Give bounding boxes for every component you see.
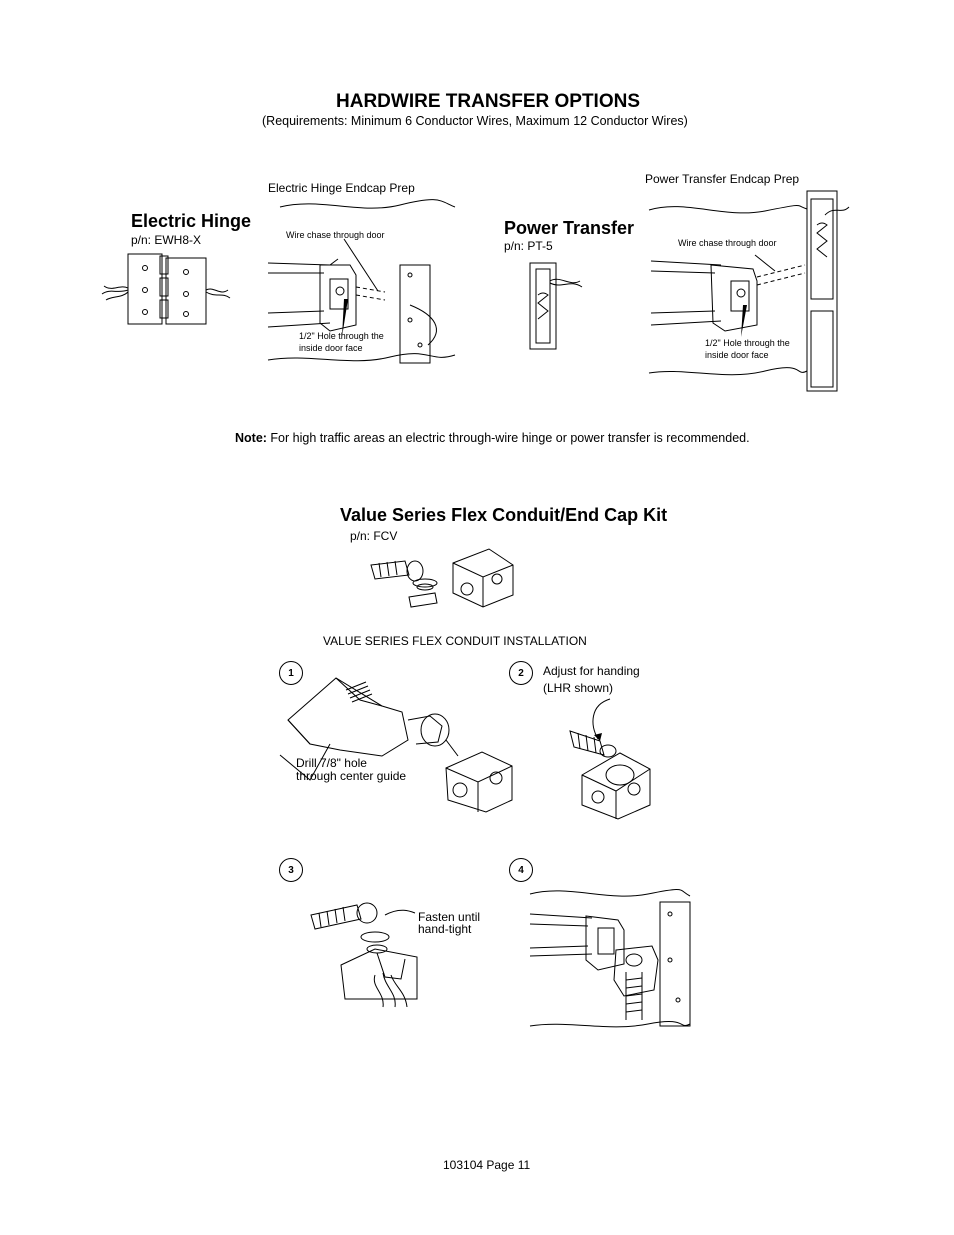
note-text: For high traffic areas an electric throu… bbox=[266, 431, 750, 445]
page-title: HARDWIRE TRANSFER OPTIONS bbox=[336, 91, 640, 112]
requirements-text: (Requirements: Minimum 6 Conductor Wires… bbox=[262, 114, 688, 128]
step-1-caption-1: Drill 7/8" hole bbox=[296, 756, 367, 770]
step-2-endcap-illustration bbox=[569, 698, 651, 820]
step-2-badge: 2 bbox=[509, 661, 533, 685]
step-3-badge: 3 bbox=[279, 858, 303, 882]
power-transfer-wire-chase-label: Wire chase through door bbox=[678, 238, 777, 248]
step-4-installed-illustration bbox=[529, 889, 691, 1028]
step-1-drill-illustration bbox=[279, 677, 513, 813]
power-transfer-hole-label-2: inside door face bbox=[705, 350, 769, 360]
kit-heading: Value Series Flex Conduit/End Cap Kit bbox=[340, 505, 668, 525]
step-3-fasten-illustration bbox=[310, 902, 418, 1008]
recommendation-note: Note: For high traffic areas an electric… bbox=[235, 431, 750, 445]
electric-hinge-prep-label: Electric Hinge Endcap Prep bbox=[268, 181, 415, 195]
note-prefix: Note: bbox=[235, 431, 267, 445]
power-transfer-prep-label: Power Transfer Endcap Prep bbox=[645, 172, 800, 186]
electric-hinge-heading: Electric Hinge bbox=[131, 211, 252, 231]
power-transfer-part-number: p/n: PT-5 bbox=[504, 239, 553, 253]
page-footer: 103104 Page 11 bbox=[443, 1158, 531, 1172]
electric-hinge-hole-label-2: inside door face bbox=[299, 343, 363, 353]
step-4-badge: 4 bbox=[509, 858, 533, 882]
kit-parts-illustration bbox=[370, 548, 514, 608]
electric-hinge-part-number: p/n: EWH8-X bbox=[131, 233, 202, 247]
power-transfer-hole-label-1: 1/2" Hole through the bbox=[705, 338, 790, 348]
electric-hinge-illustration bbox=[101, 253, 231, 325]
step-3-caption-1: Fasten until bbox=[418, 910, 481, 924]
electric-hinge-wire-chase-label: Wire chase through door bbox=[286, 230, 385, 240]
installation-title: VALUE SERIES FLEX CONDUIT INSTALLATION bbox=[323, 634, 587, 648]
step-1-badge: 1 bbox=[279, 661, 303, 685]
step-1-caption-2: through center guide bbox=[296, 769, 407, 783]
power-transfer-endcap-illustration bbox=[648, 190, 850, 392]
step-2-caption-1: Adjust for handing bbox=[543, 664, 640, 678]
kit-part-number: p/n: FCV bbox=[350, 529, 398, 543]
power-transfer-heading: Power Transfer bbox=[504, 218, 635, 238]
electric-hinge-hole-label-1: 1/2" Hole through the bbox=[299, 331, 384, 341]
electric-hinge-endcap-illustration bbox=[267, 199, 456, 364]
step-3-caption-2: hand-tight bbox=[418, 922, 472, 936]
step-2-caption-2: (LHR shown) bbox=[543, 681, 614, 695]
power-transfer-illustration bbox=[529, 262, 583, 350]
